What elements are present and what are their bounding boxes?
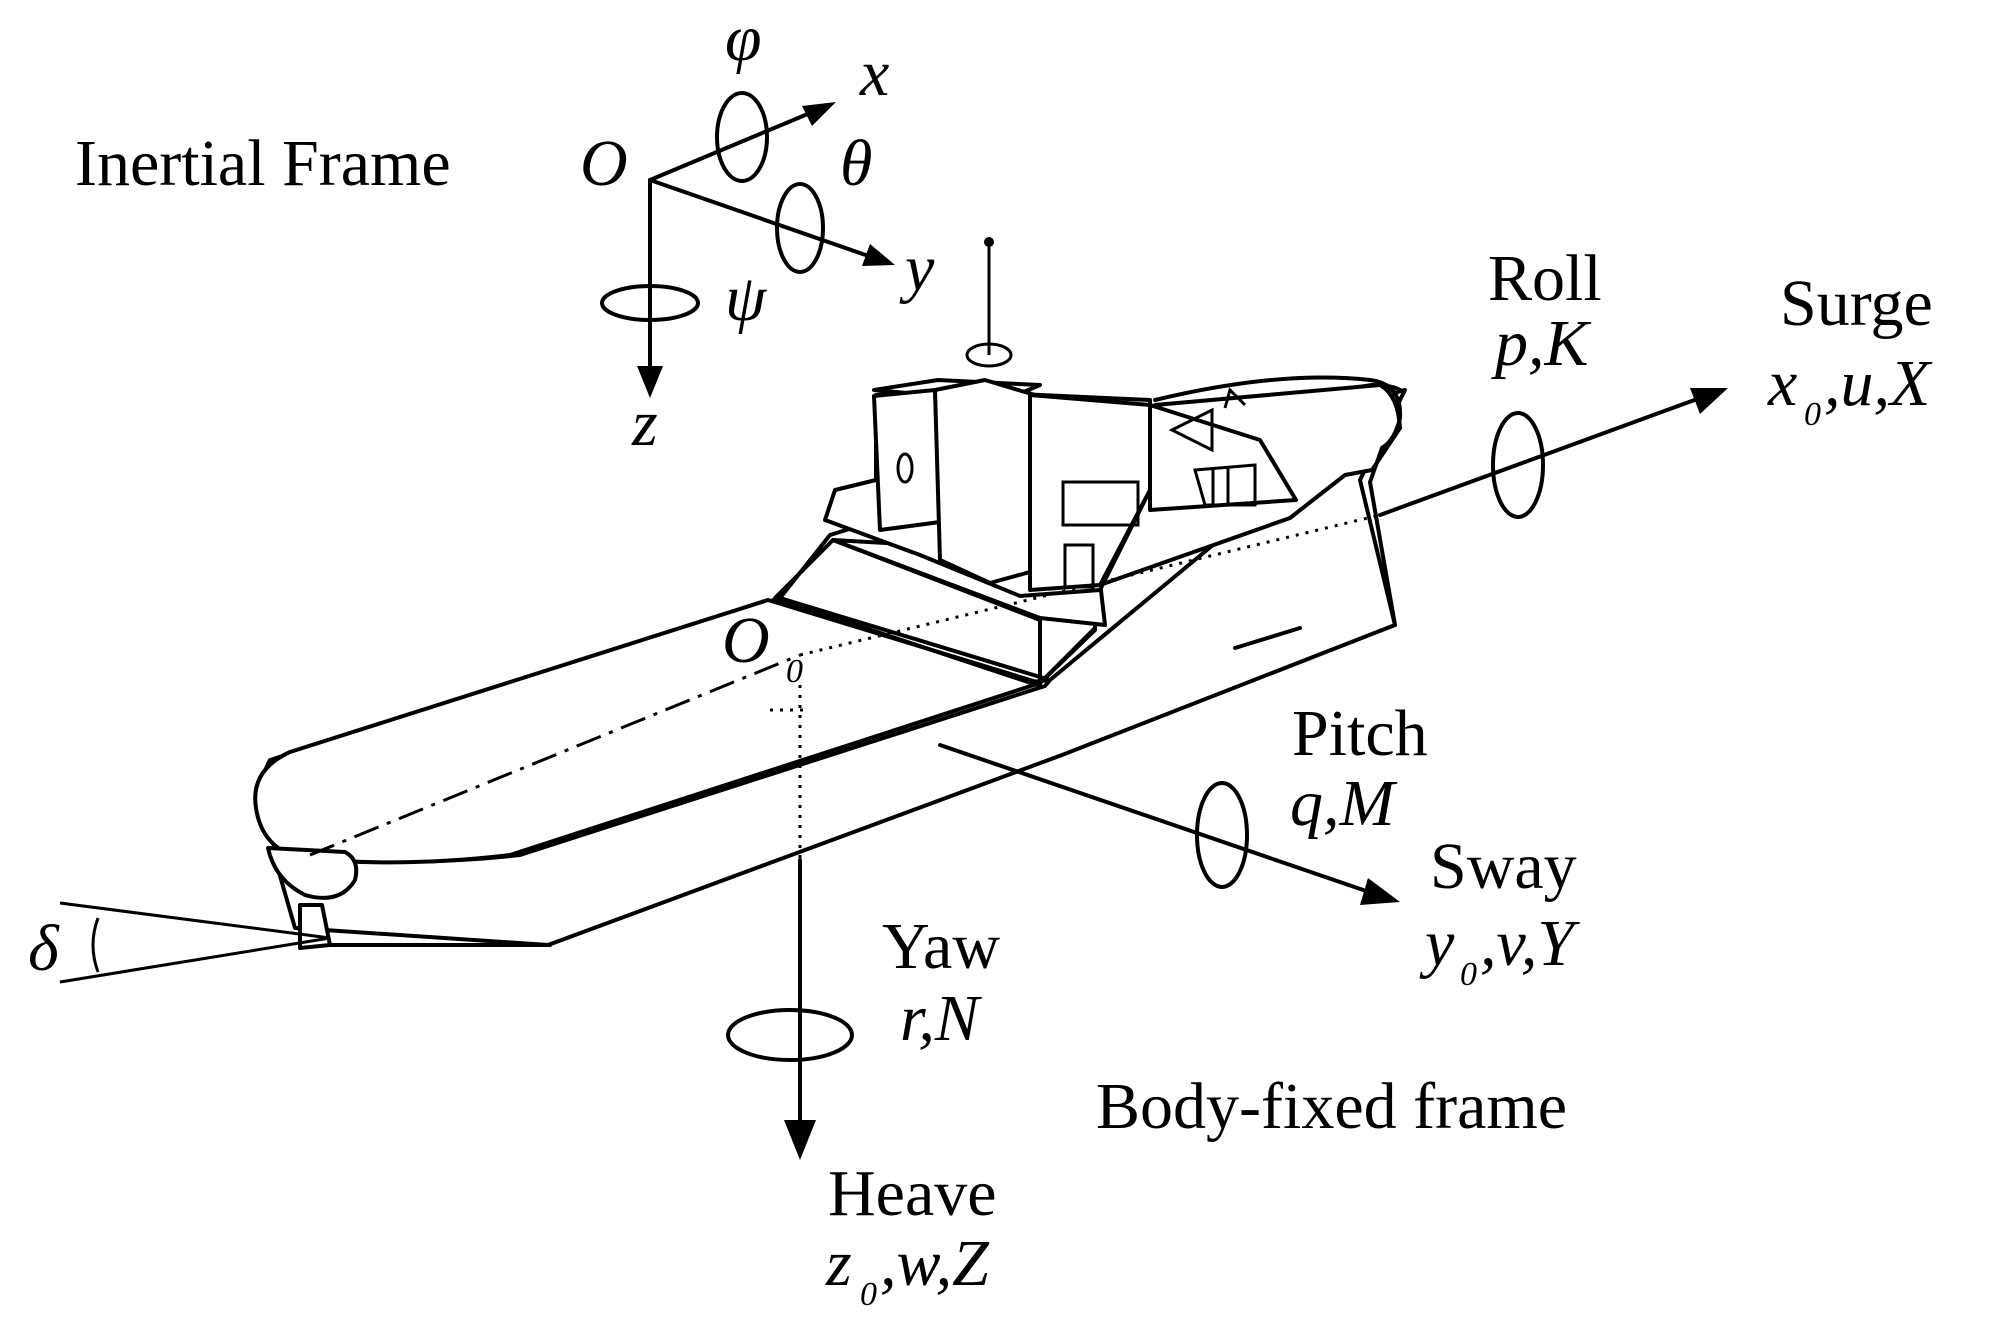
surge-vars: ,u,X bbox=[1824, 347, 1933, 420]
sway-var1: y bbox=[1419, 907, 1455, 980]
ship-bow-outline bbox=[1153, 375, 1403, 627]
sway-label: Sway bbox=[1430, 830, 1577, 903]
heave-label: Heave bbox=[828, 1157, 997, 1230]
inertial-z-label: z bbox=[631, 387, 658, 460]
pitch-rotation bbox=[1195, 781, 1249, 889]
yaw-label: Yaw bbox=[882, 910, 1000, 983]
ship-mast-base bbox=[965, 342, 1013, 368]
body-origin-subscript: 0 bbox=[786, 653, 803, 690]
rudder-angle: δ bbox=[28, 901, 331, 985]
sway-subscript: 0 bbox=[1460, 956, 1477, 993]
heave-var1: z bbox=[825, 1227, 852, 1300]
rudder-angle-label: δ bbox=[28, 912, 60, 985]
inertial-x-axis bbox=[648, 106, 824, 182]
inertial-frame: Inertial Frame O x φ y θ z ψ bbox=[75, 2, 935, 460]
roll-rotation bbox=[1491, 411, 1545, 519]
body-fixed-frame-label: Body-fixed frame bbox=[1096, 1070, 1567, 1143]
roll-phi-rotation bbox=[715, 91, 769, 183]
surge-subscript: 0 bbox=[1804, 396, 1821, 433]
pitch-theta-rotation bbox=[775, 182, 825, 274]
ship-superstructure bbox=[823, 378, 1298, 598]
yaw-rotation bbox=[726, 1008, 854, 1062]
inertial-y-label: y bbox=[899, 232, 935, 305]
sway-axis bbox=[938, 743, 1400, 905]
pitch-vars: q,M bbox=[1290, 767, 1399, 840]
ship-hull-side-line bbox=[1233, 626, 1302, 650]
yaw-vars: r,N bbox=[900, 982, 983, 1055]
heave-vars: ,w,Z bbox=[880, 1227, 990, 1300]
sway-vars: ,v,Y bbox=[1480, 907, 1580, 980]
roll-label: Roll bbox=[1488, 242, 1602, 315]
body-origin-label: O bbox=[722, 604, 770, 677]
inertial-origin-label: O bbox=[580, 127, 628, 200]
inertial-frame-title: Inertial Frame bbox=[75, 127, 451, 200]
ship-deck-step bbox=[773, 538, 1042, 688]
psi-label: ψ bbox=[725, 262, 767, 335]
roll-vars: p,K bbox=[1491, 307, 1592, 380]
ship bbox=[253, 237, 1407, 950]
theta-label: θ bbox=[840, 127, 872, 200]
heave-subscript: 0 bbox=[860, 1276, 877, 1313]
ship-stern-bulb bbox=[266, 846, 359, 900]
surge-axis bbox=[1378, 388, 1728, 519]
phi-label: φ bbox=[725, 2, 762, 75]
yaw-psi-rotation bbox=[600, 284, 700, 322]
surge-var1: x bbox=[1767, 347, 1797, 420]
pitch-label: Pitch bbox=[1292, 697, 1428, 770]
heave-axis bbox=[726, 858, 854, 1160]
surge-label: Surge bbox=[1780, 267, 1933, 340]
ship-centerline bbox=[309, 653, 801, 857]
inertial-y-axis bbox=[648, 178, 882, 262]
inertial-x-label: x bbox=[859, 37, 889, 110]
